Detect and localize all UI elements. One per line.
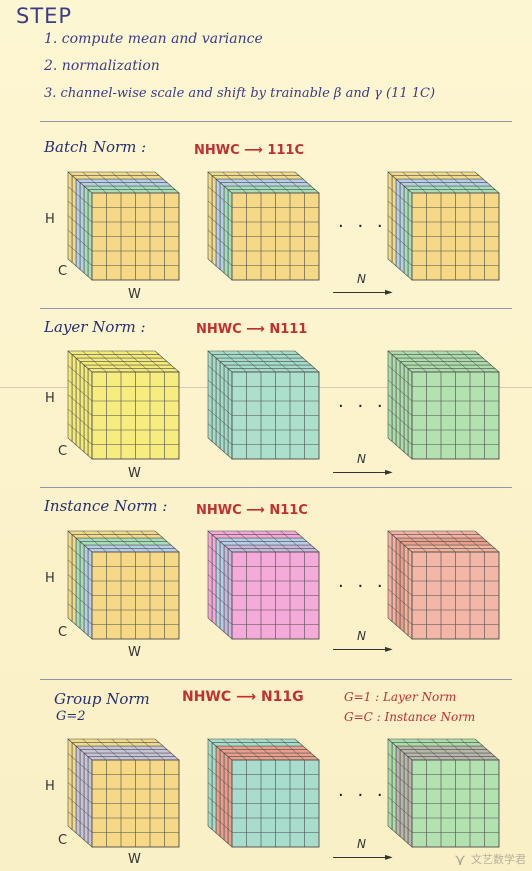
axis-w-label: W xyxy=(128,645,141,660)
axis-n-label: N xyxy=(357,272,366,286)
divider xyxy=(40,308,512,309)
axis-n-label: N xyxy=(357,629,366,643)
cube xyxy=(67,350,180,460)
axis-c-label: C xyxy=(58,625,68,640)
formula-group-norm: NHWC ⟶ N11G xyxy=(182,689,304,705)
axis-h-label: H xyxy=(45,391,55,406)
note-gc-instance-norm: G=C : Instance Norm xyxy=(344,710,476,724)
cube xyxy=(387,350,500,460)
cube xyxy=(67,738,180,848)
formula-batch-norm: NHWC ⟶ 111C xyxy=(194,143,305,158)
axis-h-label: H xyxy=(45,779,55,794)
axis-c-label: C xyxy=(58,264,68,279)
note-g1-layer-norm: G=1 : Layer Norm xyxy=(344,690,457,704)
step-2: 2. normalization xyxy=(44,58,160,74)
divider xyxy=(40,487,512,488)
section-subtitle-group-count: G=2 xyxy=(56,709,86,724)
axis-w-label: W xyxy=(128,852,141,867)
formula-instance-norm: NHWC ⟶ N11C xyxy=(196,503,308,518)
page-title: STEP xyxy=(16,4,73,28)
divider xyxy=(40,679,512,680)
cube xyxy=(67,530,180,640)
axis-w-label: W xyxy=(128,287,141,302)
cube xyxy=(207,350,320,460)
step-1: 1. compute mean and variance xyxy=(44,31,263,47)
axis-h-label: H xyxy=(45,212,55,227)
section-title-instance-norm: Instance Norm : xyxy=(44,497,168,515)
cube xyxy=(207,738,320,848)
section-title-layer-norm: Layer Norm : xyxy=(44,318,146,336)
watermark: 文艺数学君 xyxy=(471,853,526,866)
cube xyxy=(207,530,320,640)
divider xyxy=(40,121,512,122)
cube xyxy=(387,738,500,848)
ellipsis: · · · xyxy=(338,216,387,237)
axis-w-label: W xyxy=(128,466,141,481)
watermark-logo-icon: ⋎ xyxy=(454,850,466,869)
ellipsis: · · · xyxy=(338,396,387,417)
cube xyxy=(207,171,320,281)
axis-c-label: C xyxy=(58,444,68,459)
cube xyxy=(387,171,500,281)
axis-n-label: N xyxy=(357,452,366,466)
axis-h-label: H xyxy=(45,571,55,586)
axis-c-label: C xyxy=(58,833,68,848)
cube xyxy=(67,171,180,281)
ellipsis: · · · xyxy=(338,576,387,597)
section-title-batch-norm: Batch Norm : xyxy=(44,138,147,156)
cube xyxy=(387,530,500,640)
axis-n-label: N xyxy=(357,837,366,851)
section-title-group-norm: Group Norm xyxy=(54,690,150,708)
step-3: 3. channel-wise scale and shift by train… xyxy=(44,86,436,101)
ellipsis: · · · xyxy=(338,785,387,806)
formula-layer-norm: NHWC ⟶ N111 xyxy=(196,322,308,337)
